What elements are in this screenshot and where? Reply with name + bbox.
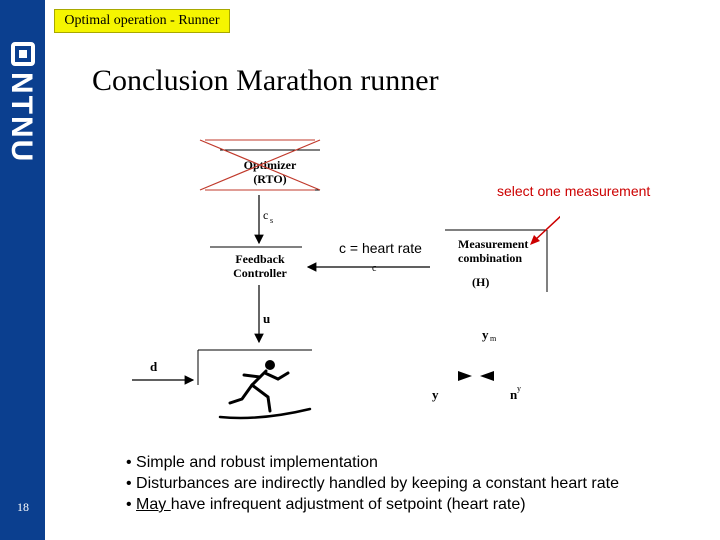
c-heart-rate-label: c = heart rate (339, 240, 422, 256)
bullet-item: • Simple and robust implementation (126, 454, 378, 471)
bullet-rest: have infrequent adjustment of setpoint (… (170, 496, 526, 513)
ym-sub: m (490, 334, 497, 343)
combination-label: combination (458, 251, 522, 265)
bullet-item: • Disturbances are indirectly handled by… (126, 475, 619, 492)
conclusion-bullets: • Simple and robust implementation • Dis… (126, 452, 619, 515)
feedback-label: Feedback (235, 252, 285, 266)
control-diagram: Optimizer (RTO) c s Feedback Controller … (132, 139, 560, 420)
controller-label: Controller (233, 266, 287, 280)
sum-arrow-right (480, 371, 494, 381)
optimizer-block: Optimizer (RTO) (199, 139, 321, 191)
u-label: u (263, 311, 270, 326)
annotation-arrow-line (533, 215, 560, 242)
measurement-block: Measurement combination (H) (445, 229, 548, 292)
ntnu-logo-text: NTNU (5, 72, 38, 164)
bullet-prefix: • (126, 496, 137, 513)
sum-arrow-left (458, 371, 472, 381)
cs-sub: s (270, 216, 273, 225)
ym-label: y (482, 327, 489, 342)
slide-number: 18 (17, 500, 29, 514)
h-label: (H) (472, 275, 489, 289)
ny-label: n (510, 387, 518, 402)
optimizer-sub-label: (RTO) (253, 172, 286, 186)
ntnu-logo-icon (11, 42, 35, 66)
bullet-underlined-word: May (136, 496, 171, 513)
ntnu-sidebar: NTNU 18 (0, 0, 45, 540)
cs-label: c (263, 208, 268, 222)
optimizer-label: Optimizer (244, 158, 297, 172)
measurement-label: Measurement (458, 237, 528, 251)
bullet-item: • May have infrequent adjustment of setp… (126, 494, 619, 515)
runner-icon (218, 360, 312, 420)
runner-plant (197, 349, 312, 420)
slide-title: Conclusion Marathon runner (92, 64, 439, 97)
annotation-arrow-head (530, 235, 540, 245)
feedback-controller-block: Feedback Controller (210, 246, 302, 280)
d-label: d (150, 359, 158, 374)
select-measurement-note: select one measurement (497, 183, 651, 199)
section-label: Optimal operation - Runner (54, 9, 230, 33)
ny-sup: y (517, 384, 521, 393)
cross-line-2 (199, 139, 321, 191)
y-label: y (432, 387, 439, 402)
c-arrow-label: c (372, 263, 377, 274)
